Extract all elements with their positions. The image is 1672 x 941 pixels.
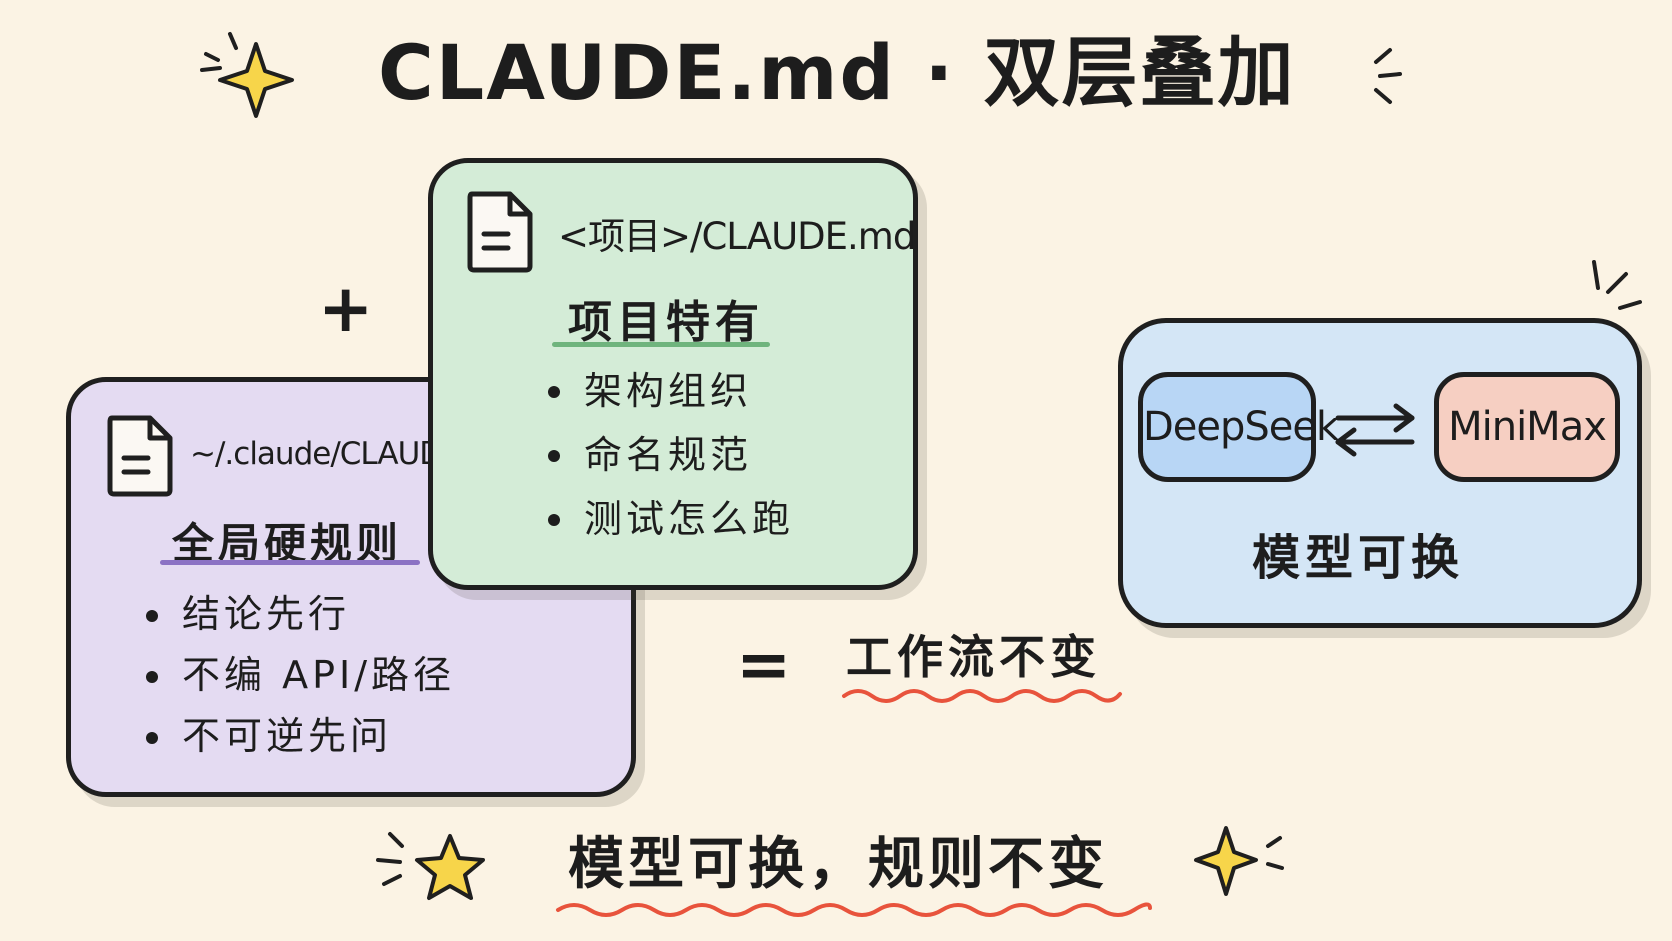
footer-star-icon bbox=[376, 832, 485, 900]
footer-tagline: 模型可换，规则不变 bbox=[568, 832, 1108, 897]
list-item: 架构组织 bbox=[548, 362, 794, 426]
project-heading-underline bbox=[552, 342, 770, 347]
model-pill-minimax: MiniMax bbox=[1434, 372, 1620, 482]
footer-sparkle-icon bbox=[1194, 826, 1284, 896]
swap-arrows-icon bbox=[1335, 403, 1415, 457]
global-file-icon bbox=[107, 415, 173, 497]
result-wavy-underline bbox=[842, 689, 1122, 703]
result-text: 工作流不变 bbox=[846, 630, 1101, 684]
project-file-icon bbox=[467, 191, 533, 273]
project-rules-card bbox=[428, 158, 918, 590]
model-pill-deepseek: DeepSeek bbox=[1138, 372, 1339, 482]
global-heading-underline bbox=[160, 560, 420, 565]
list-item: 命名规范 bbox=[548, 426, 794, 490]
footer-wavy-underline bbox=[556, 902, 1152, 917]
project-card-heading: 项目特有 bbox=[568, 297, 764, 348]
list-item: 不可逆先问 bbox=[146, 710, 455, 771]
model-card-accent-lines-icon bbox=[1592, 260, 1642, 310]
plus-operator: + bbox=[318, 270, 374, 347]
global-card-heading: 全局硬规则 bbox=[172, 519, 403, 568]
list-item: 结论先行 bbox=[146, 588, 455, 649]
list-item: 测试怎么跑 bbox=[548, 490, 794, 554]
model-card-caption: 模型可换 bbox=[1252, 530, 1465, 586]
page-title: CLAUDE.md · 双层叠加 bbox=[378, 28, 1296, 117]
title-accent-lines-icon bbox=[1374, 48, 1402, 104]
project-file-path: <项目>/CLAUDE.md bbox=[558, 215, 916, 258]
global-rules-list: 结论先行 不编 API/路径 不可逆先问 bbox=[146, 588, 455, 771]
project-rules-list: 架构组织 命名规范 测试怎么跑 bbox=[548, 362, 794, 554]
equals-operator: = bbox=[736, 626, 792, 703]
list-item: 不编 API/路径 bbox=[146, 649, 455, 710]
title-sparkle-icon bbox=[200, 32, 294, 118]
